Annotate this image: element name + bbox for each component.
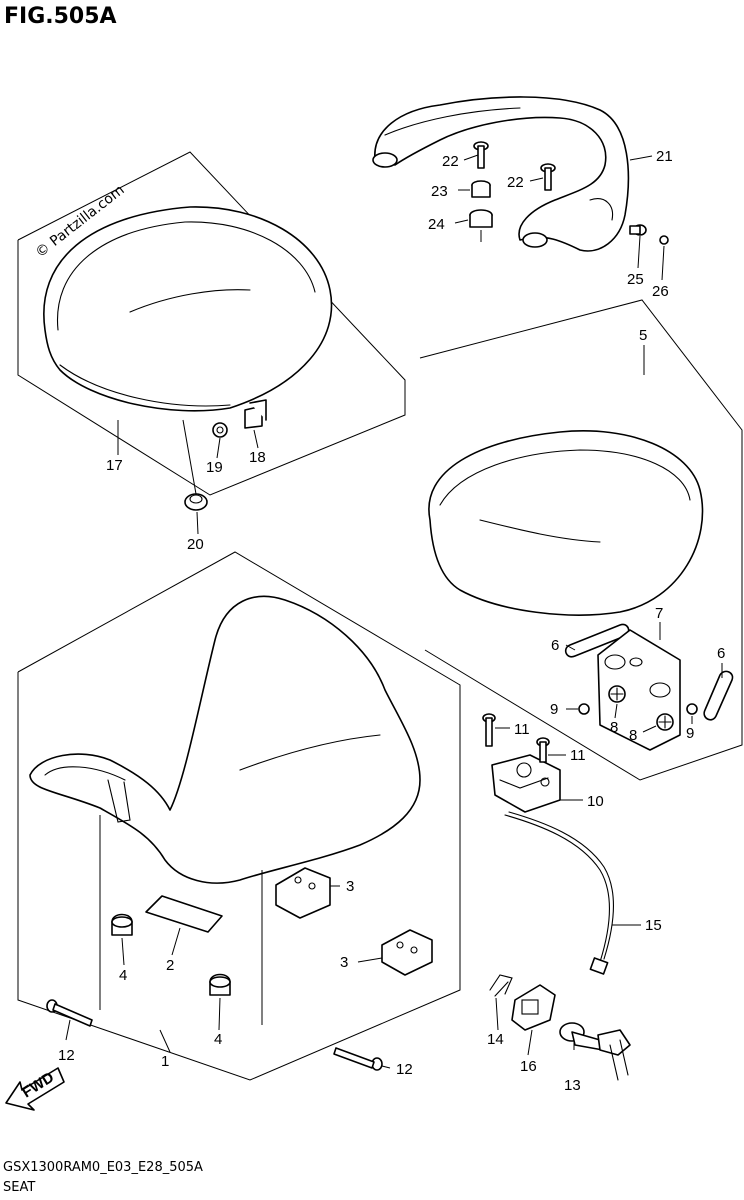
callout-25: 25 (627, 271, 644, 288)
grab-rail-21 (372, 96, 630, 252)
bolt-22b (540, 163, 556, 191)
holder-16 (511, 984, 556, 1031)
callout-21: 21 (656, 148, 673, 165)
callout-26: 26 (652, 283, 669, 300)
callout-14: 14 (487, 1031, 504, 1048)
callout-18: 18 (249, 449, 266, 466)
cushion-4a (111, 913, 133, 936)
callout-6a: 6 (551, 637, 559, 654)
callout-16: 16 (520, 1058, 537, 1075)
bolt-11b (536, 737, 550, 763)
nut-9a (578, 703, 590, 715)
callout-11b: 11 (570, 747, 586, 764)
figure-code: GSX1300RAM0_E03_E28_505A (3, 1160, 203, 1175)
damper-8b (656, 713, 674, 731)
bolt-11a (482, 713, 496, 747)
seat-lock-10 (491, 754, 561, 813)
seat-box-outline (419, 299, 743, 781)
cap-26 (659, 235, 669, 245)
seat-lock-cable-15 (504, 811, 614, 975)
callout-22a: 22 (442, 153, 459, 170)
rider-seat-box-outline (17, 551, 461, 1081)
callout-4b: 4 (214, 1031, 222, 1048)
collar-23 (471, 180, 491, 198)
cushion-24 (469, 209, 493, 228)
callout-23: 23 (431, 183, 448, 200)
callout-3a: 3 (346, 878, 354, 895)
screw-25 (629, 224, 647, 236)
nut-9b (686, 703, 698, 715)
leader-lines (65, 154, 723, 1069)
figure-title: FIG.505A (4, 4, 117, 29)
damper-3b (381, 929, 433, 976)
callout-12a: 12 (58, 1047, 75, 1064)
callout-1: 1 (161, 1053, 169, 1070)
callout-9a: 9 (550, 701, 558, 718)
callout-24: 24 (428, 216, 445, 233)
callout-2: 2 (166, 957, 174, 974)
callout-8a: 8 (610, 719, 618, 736)
passenger-seat-17 (43, 206, 333, 412)
bolt-12a (46, 999, 93, 1027)
bolt-12b (333, 1047, 383, 1071)
callout-12b: 12 (396, 1061, 413, 1078)
callout-22b: 22 (507, 174, 524, 191)
callout-9b: 9 (686, 725, 694, 742)
seat-pad-18 (244, 399, 267, 429)
rider-seat-1 (29, 595, 421, 884)
callout-5: 5 (639, 327, 647, 344)
damper-3a (275, 867, 331, 919)
cushion-20 (184, 493, 208, 511)
seat-cowl-5 (428, 430, 704, 616)
fwd-arrow-icon: FWD (5, 1067, 65, 1111)
callout-20: 20 (187, 536, 204, 553)
callout-15: 15 (645, 917, 662, 934)
callout-13: 13 (564, 1077, 581, 1094)
cushion-6b (703, 670, 734, 721)
figure-name: SEAT (3, 1180, 36, 1195)
callout-4a: 4 (119, 967, 127, 984)
callout-7: 7 (655, 605, 663, 622)
damper-8a (608, 685, 626, 703)
callout-10: 10 (587, 793, 604, 810)
bolt-22a (473, 141, 489, 169)
spring-14 (489, 974, 513, 997)
callout-11a: 11 (514, 721, 530, 738)
cushion-4b (209, 973, 231, 996)
grommet-19 (212, 422, 228, 438)
seat-lock-set-13 (559, 1022, 631, 1081)
plate-2 (145, 895, 223, 933)
callout-8b: 8 (629, 727, 637, 744)
callout-3b: 3 (340, 954, 348, 971)
passenger-seat-box-outline (17, 151, 406, 496)
callout-6b: 6 (717, 645, 725, 662)
callout-17: 17 (106, 457, 123, 474)
callout-19: 19 (206, 459, 223, 476)
